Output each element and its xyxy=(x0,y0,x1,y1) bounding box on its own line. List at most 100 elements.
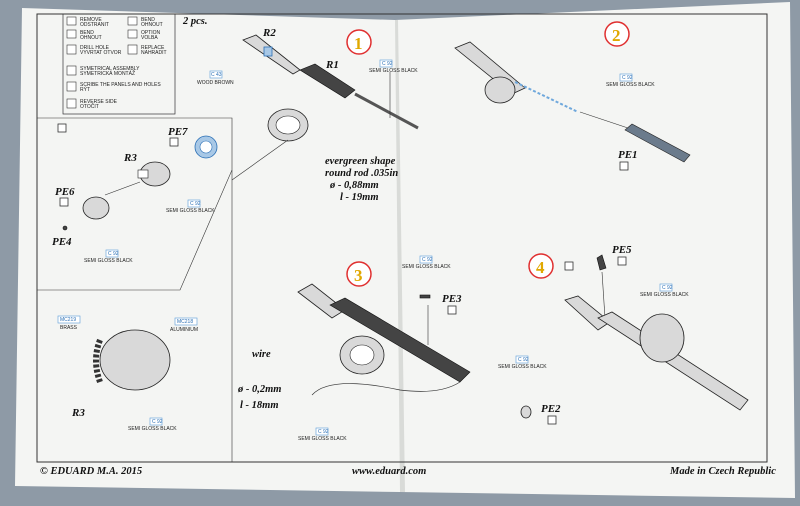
check-icon xyxy=(547,415,557,425)
legend-label: NAHRADIT xyxy=(141,50,167,56)
color-code: C 92 xyxy=(190,201,201,207)
part-PE5: PE5 xyxy=(612,244,632,256)
score-icon xyxy=(66,81,77,92)
rod-note-2: round rod .035in xyxy=(325,168,398,179)
drum-magazine xyxy=(639,313,685,363)
leader-line xyxy=(104,181,141,196)
legend-label: REMOVE xyxy=(80,17,102,23)
receiver-part xyxy=(299,63,356,99)
legend-item-remove: REMOVE ODSTRANIT xyxy=(66,16,109,28)
legend-item-bend-shape: BEND OHNOUT xyxy=(127,16,163,28)
step-2: 2 PE1 C 92 SEMI GLOSS BLACK xyxy=(454,21,691,171)
color-name: WOOD BROWN xyxy=(197,80,234,86)
color-name: SEMI GLOSS BLACK xyxy=(298,436,347,442)
step-3-circle xyxy=(346,261,372,287)
color-code: C 92 xyxy=(518,357,529,363)
pieces-count: 2 pcs. xyxy=(182,16,208,27)
symmetry-icon xyxy=(66,65,77,76)
receiver-barrel xyxy=(597,311,749,411)
pe7-ring-inner xyxy=(199,140,213,154)
step-4-circle xyxy=(528,253,554,279)
color-code-box xyxy=(419,255,433,264)
part-PE6: PE6 xyxy=(55,186,75,198)
rod-note-1: evergreen shape xyxy=(325,156,396,167)
color-code-box xyxy=(174,317,198,326)
color-name: SEMI GLOSS BLACK xyxy=(640,292,689,298)
part-R1: R1 xyxy=(325,59,339,71)
step-3-number: 3 xyxy=(354,266,363,285)
pe3-part xyxy=(419,294,431,299)
step-1-number: 1 xyxy=(354,34,363,53)
replace-icon xyxy=(127,44,138,55)
part-R3: R3 xyxy=(123,152,137,164)
color-code-box xyxy=(619,73,633,82)
legend-label: OPTION xyxy=(141,30,161,36)
legend-item-scribe: SCRIBE THE PANELS AND HOLES RÝT xyxy=(66,81,161,93)
color-code: C 92 xyxy=(318,429,329,435)
pe2-part xyxy=(520,405,532,419)
legend-label: OHNOUT xyxy=(141,22,163,28)
legend-label: BEND xyxy=(141,17,155,23)
check-icon xyxy=(169,137,179,147)
rod-note-4: l - 19mm xyxy=(340,192,379,203)
legend-label: BEND xyxy=(80,30,94,36)
receiver-barrel xyxy=(329,297,471,383)
color-name: SEMI GLOSS BLACK xyxy=(498,364,547,370)
color-name: SEMI GLOSS BLACK xyxy=(166,208,215,214)
legend-item-bend: BEND OHNOUT xyxy=(66,29,102,41)
step-4-number: 4 xyxy=(536,258,545,277)
leader-line xyxy=(231,139,289,181)
color-code-box xyxy=(315,427,329,436)
color-name: SEMI GLOSS BLACK xyxy=(84,258,133,264)
color-name: SEMI GLOSS BLACK xyxy=(606,82,655,88)
color-name: SEMI GLOSS BLACK xyxy=(369,68,418,74)
pe6-plate xyxy=(82,196,110,220)
drum-magazine xyxy=(484,76,516,104)
bend-icon xyxy=(66,29,77,39)
drum-cover-window xyxy=(137,169,149,179)
part-R3-label: R3 xyxy=(71,407,85,419)
color-code: C 92 xyxy=(382,61,393,67)
wire-part xyxy=(311,381,461,396)
color-name: BRASS xyxy=(60,325,78,331)
paper-fold xyxy=(395,20,405,492)
legend-item-optional: OPTION VOLBA xyxy=(127,29,161,41)
step-4: 4 PE5 C 92 SEMI GLOSS BLACK xyxy=(528,244,749,411)
remove-icon xyxy=(66,16,77,26)
legend-label: VYVRTAT OTVOR xyxy=(80,50,122,56)
color-code-box xyxy=(515,355,529,364)
color-code-box xyxy=(187,199,201,208)
color-code: C 92 xyxy=(422,257,433,263)
color-code: C 92 xyxy=(622,75,633,81)
part-PE3: PE3 xyxy=(442,293,462,305)
footer-made-in: Made in Czech Republic xyxy=(669,466,776,477)
part-PE2: PE2 xyxy=(541,403,561,415)
legend-frame xyxy=(62,13,176,115)
reverse-icon xyxy=(564,261,574,271)
legend-item-symmetry: SYMETRICAL ASSEMBLY SYMETRICKÁ MONTÁŽ xyxy=(66,65,140,77)
wire-note-3: l - 18mm xyxy=(240,400,279,411)
color-code: MC218 xyxy=(177,319,193,325)
step-1-circle xyxy=(346,29,372,55)
footer-website: www.eduard.com xyxy=(352,466,426,477)
bend-shape-icon xyxy=(127,16,138,26)
wire-note-1: wire xyxy=(252,349,271,360)
part-PE7: PE7 xyxy=(168,126,188,138)
drum-cartridge-band xyxy=(93,338,103,384)
legend-item-reverse: REVERSE SIDE OTOČIT xyxy=(66,98,118,110)
drill-icon xyxy=(66,44,77,55)
part-PE4: PE4 xyxy=(52,236,72,248)
color-code-box xyxy=(209,70,223,79)
legend-label: REVERSE SIDE xyxy=(80,99,118,105)
color-code: C 92 xyxy=(152,419,163,425)
step-3: 3 PE3 C 92 SEMI GLOSS BLACK C 92 SEMI GL… xyxy=(237,255,561,442)
barrel-rod xyxy=(354,92,419,130)
color-code-box xyxy=(105,249,119,258)
pe4-pin xyxy=(62,225,68,231)
footer-copyright: © EDUARD M.A. 2015 xyxy=(40,466,142,477)
check-icon xyxy=(447,305,457,315)
rod-note-3: ø - 0,88mm xyxy=(329,180,379,191)
legend-label: ODSTRANIT xyxy=(80,22,109,28)
color-name: SEMI GLOSS BLACK xyxy=(402,264,451,270)
